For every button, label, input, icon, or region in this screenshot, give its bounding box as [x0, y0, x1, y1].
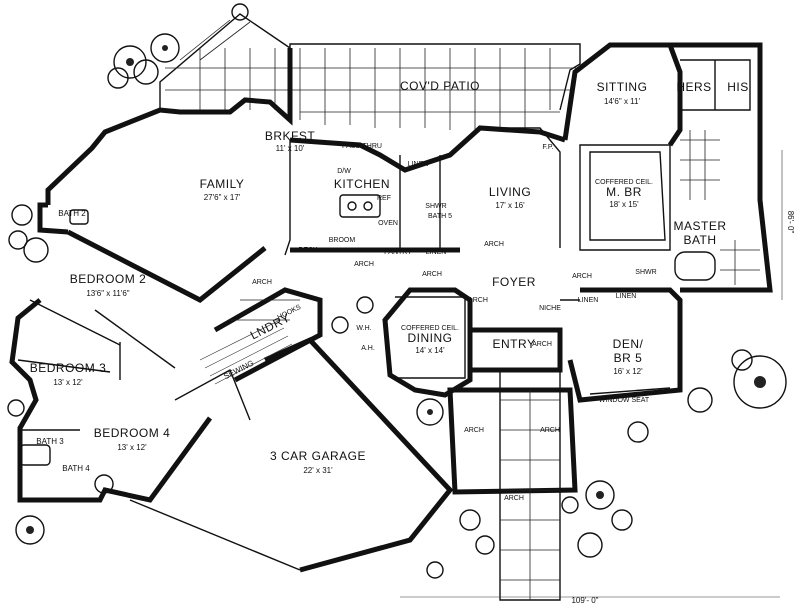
- dim-mbr: 18' x 15': [609, 200, 639, 209]
- label-arch-foyer-r: ARCH: [572, 273, 592, 280]
- label-arch-walk-far: ARCH: [532, 341, 552, 348]
- label-brkfst: BRKFST: [265, 129, 316, 143]
- label-arch-walk-c: ARCH: [504, 495, 524, 502]
- label-his: HIS: [727, 80, 749, 94]
- label-window-seat: WINDOW SEAT: [599, 397, 650, 404]
- label-coffered-dining: COFFERED CEIL.: [401, 325, 459, 332]
- label-hers: HERS: [676, 80, 711, 94]
- label-arch-family: ARCH: [252, 279, 272, 286]
- label-family: FAMILY: [200, 177, 245, 191]
- label-pass-thru: PASS-THRU: [342, 143, 382, 150]
- label-dw: D/W: [337, 168, 351, 175]
- label-living: LIVING: [489, 185, 531, 199]
- label-linen-hall: LINEN: [426, 249, 447, 256]
- label-master-bath-2: BATH: [683, 233, 716, 247]
- label-bath3: BATH 3: [36, 437, 64, 446]
- label-pantry: PANTRY: [384, 249, 412, 256]
- label-wh: W.H.: [356, 325, 371, 332]
- label-bath2: BATH 2: [58, 209, 86, 218]
- landscape-shrubs: [7, 3, 787, 579]
- label-dining: DINING: [408, 331, 453, 345]
- label-coffered-mbr: COFFERED CEIL.: [595, 179, 653, 186]
- label-bedroom3: BEDROOM 3: [30, 361, 107, 375]
- dim-den: 16' x 12': [613, 367, 643, 376]
- label-linen-mbr2: LINEN: [616, 293, 637, 300]
- label-kitchen: KITCHEN: [334, 177, 390, 191]
- label-fp: F.P.: [542, 144, 553, 151]
- dim-brkfst: 11' x 10': [276, 144, 305, 153]
- label-covd-patio: COV'D PATIO: [400, 79, 480, 93]
- label-bath4: BATH 4: [62, 464, 90, 473]
- label-br5: BR 5: [614, 351, 643, 365]
- dim-bedroom2: 13'6" x 11'6": [86, 289, 129, 298]
- label-arch-foyer-l: ARCH: [468, 297, 488, 304]
- label-desk: DESK: [298, 247, 317, 254]
- dim-overall-depth: 86'- 0": [786, 211, 795, 234]
- label-arch-walk-r: ARCH: [540, 427, 560, 434]
- label-arch-hall: ARCH: [354, 261, 374, 268]
- label-entry: ENTRY: [493, 337, 536, 351]
- dim-garage: 22' x 31': [303, 466, 333, 475]
- label-broom: BROOM: [329, 237, 356, 244]
- overall-dimensions: 109'- 0" 86'- 0": [400, 150, 795, 605]
- dim-sitting: 14'6" x 11': [604, 97, 640, 106]
- label-master-bath: MASTER: [673, 219, 726, 233]
- label-linen-mbr: LINEN: [578, 297, 599, 304]
- label-ref: REF: [377, 195, 391, 202]
- laundry-hatch: [199, 319, 293, 385]
- label-garage: 3 CAR GARAGE: [270, 449, 366, 463]
- walkway-tiles: [500, 390, 560, 600]
- annotations: PASS-THRU LINEN D/W REF OVEN BROOM PANTR…: [252, 143, 657, 502]
- dim-dining: 14' x 14': [415, 346, 445, 355]
- dim-bedroom3: 13' x 12': [53, 378, 83, 387]
- label-bath5: BATH 5: [428, 213, 452, 220]
- dim-family: 27'6" x 17': [204, 193, 241, 202]
- label-arch-living: ARCH: [422, 271, 442, 278]
- room-labels: COV'D PATIO SITTING 14'6" x 11' HERS HIS…: [30, 79, 749, 475]
- label-bedroom2: BEDROOM 2: [70, 272, 147, 286]
- bath-tiles: [230, 130, 760, 321]
- label-shwr-mbr: SHWR: [635, 269, 656, 276]
- dim-living: 17' x 16': [495, 201, 525, 210]
- label-ah: A.H.: [361, 345, 375, 352]
- patio-tiles: [159, 13, 581, 130]
- label-bedroom4: BEDROOM 4: [94, 426, 171, 440]
- label-linen-kitchen: LINEN: [408, 161, 429, 168]
- label-den: DEN/: [613, 337, 644, 351]
- label-arch-walk-l: ARCH: [464, 427, 484, 434]
- label-arch-foyer-top: ARCH: [484, 241, 504, 248]
- dim-overall-width: 109'- 0": [571, 596, 598, 605]
- label-sitting: SITTING: [597, 80, 648, 94]
- label-oven: OVEN: [378, 220, 398, 227]
- label-mbr: M. BR: [606, 185, 642, 199]
- dim-bedroom4: 13' x 12': [117, 443, 147, 452]
- fixtures: [19, 194, 716, 466]
- walls: [9, 42, 773, 601]
- label-foyer: FOYER: [492, 275, 536, 289]
- label-niche: NICHE: [539, 305, 561, 312]
- label-shwr-bath: SHWR: [425, 203, 446, 210]
